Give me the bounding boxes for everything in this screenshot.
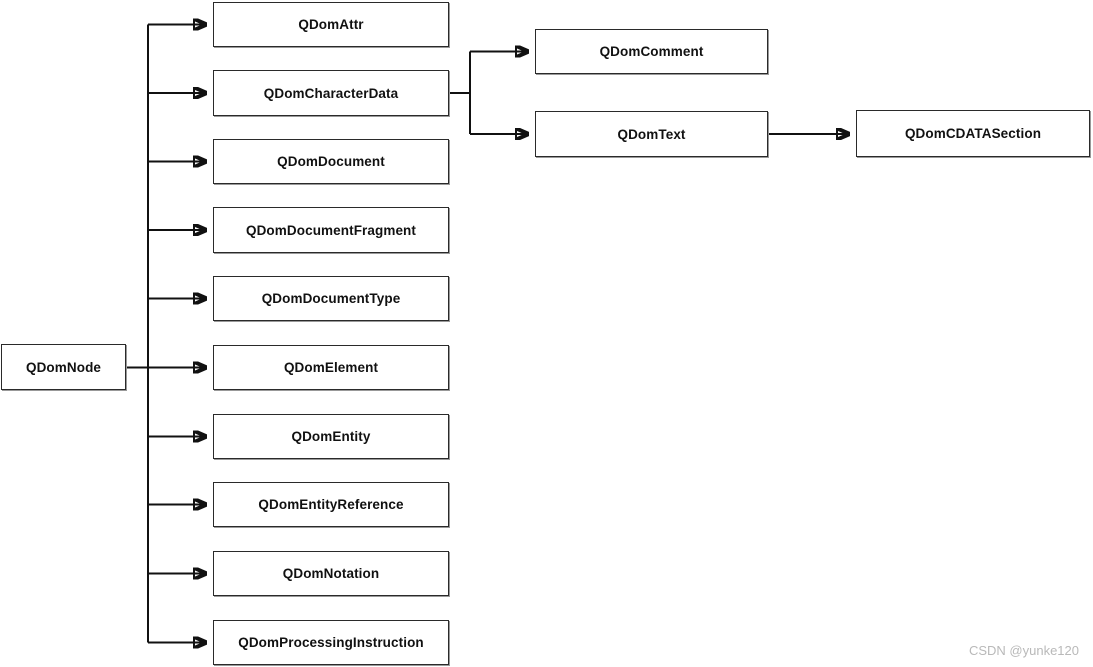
node-qdomdocumentfragment: QDomDocumentFragment bbox=[213, 207, 449, 253]
node-qdomprocessinginstruction: QDomProcessingInstruction bbox=[213, 620, 449, 665]
node-qdomcomment: QDomComment bbox=[535, 29, 768, 74]
node-qdomentity: QDomEntity bbox=[213, 414, 449, 459]
node-qdomnotation: QDomNotation bbox=[213, 551, 449, 596]
watermark-text: CSDN @yunke120 bbox=[968, 643, 1079, 658]
node-qdomdocument: QDomDocument bbox=[213, 139, 449, 184]
node-qdomattr: QDomAttr bbox=[213, 2, 449, 47]
node-qdomelement: QDomElement bbox=[213, 345, 449, 390]
node-qdomnode: QDomNode bbox=[1, 344, 126, 390]
node-qdomtext: QDomText bbox=[535, 111, 768, 157]
node-qdomcharacterdata: QDomCharacterData bbox=[213, 70, 449, 116]
node-qdomcdatasection: QDomCDATASection bbox=[856, 110, 1090, 157]
node-qdomentityreference: QDomEntityReference bbox=[213, 482, 449, 527]
node-qdomdocumenttype: QDomDocumentType bbox=[213, 276, 449, 321]
